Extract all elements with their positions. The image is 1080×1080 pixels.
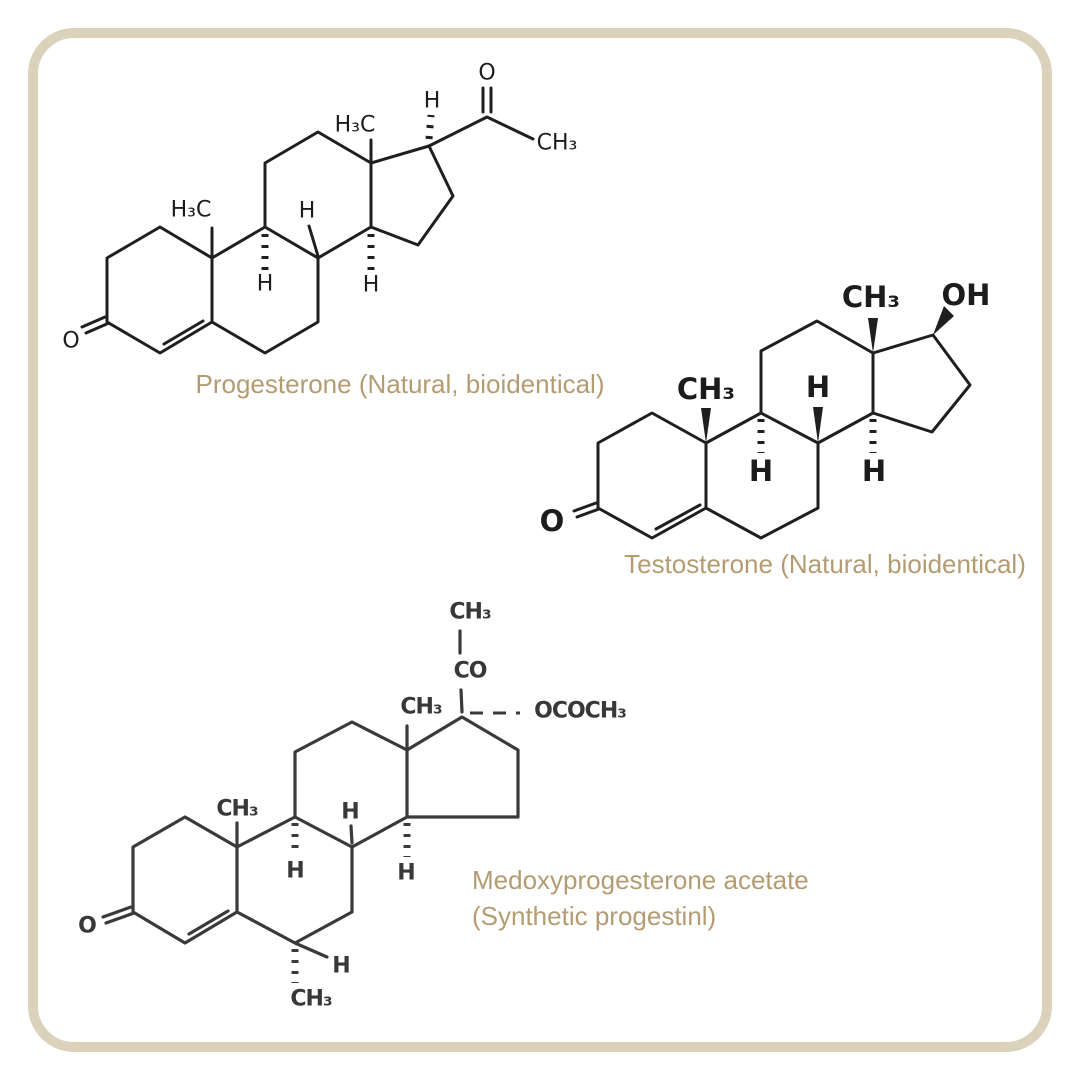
ring-b-bonds: [235, 815, 354, 945]
medroxyprogesterone-acetate-caption: Medoxyprogesterone acetate (Synthetic pr…: [472, 862, 892, 934]
acetate-label: OCOCH₃: [534, 699, 626, 724]
c21-methyl-label: CH₃: [449, 600, 491, 625]
ring-d-bonds: [369, 144, 455, 247]
ring-b-bonds: [704, 411, 820, 540]
ring-a-bonds: [596, 411, 708, 540]
c21-methyl-label: CH₃: [537, 131, 578, 156]
c19-methyl-wedge: [701, 408, 711, 443]
c8-h-bond: [307, 224, 320, 258]
h9-label: H: [286, 859, 303, 884]
c6-h-bond: [293, 941, 329, 959]
h8-label: H: [341, 800, 358, 825]
c6-methyl-label: CH₃: [290, 987, 332, 1012]
h8-label: H: [806, 370, 830, 404]
c19-methyl-label: CH₃: [216, 797, 258, 822]
medroxyprogesterone-acetate-structure: O CH₃ CH₃ CO CH₃ OCOCH₃ H H H H CH₃: [78, 600, 627, 1012]
ring-d-bonds: [405, 715, 520, 819]
mpa-caption-line1: Medoxyprogesterone acetate: [472, 865, 809, 895]
h8-wedge: [813, 407, 823, 443]
c4-c5-double-bond-inner: [654, 503, 702, 531]
h8-label: H: [299, 199, 316, 224]
c18-methyl-label: CH₃: [842, 280, 900, 314]
ring-b-bonds: [210, 225, 320, 355]
c4-c5-double-bond-inner: [187, 909, 230, 936]
ring-a-bonds: [131, 815, 239, 945]
h17-label: H: [424, 89, 441, 114]
c18-methyl-wedge: [868, 318, 878, 353]
testosterone-caption: Testosterone (Natural, bioidentical): [624, 549, 1026, 579]
ketone-double-bond: [572, 501, 601, 519]
h17-hash-bond: [425, 114, 435, 140]
c20-o-double-bond: [481, 86, 493, 114]
oh17-label: OH: [942, 278, 991, 312]
c18-methyl-label: CH₃: [400, 695, 442, 720]
acetyl-chain-bonds: [427, 115, 535, 148]
c20-o-label: O: [478, 61, 495, 86]
testosterone-structure: O CH₃ CH₃ OH H H H: [540, 278, 991, 540]
c18-methyl-label: H₃C: [335, 113, 376, 138]
h14-label: H: [363, 273, 380, 298]
mpa-caption-line2: (Synthetic progestinl): [472, 901, 717, 931]
c20-carbonyl-label: CO: [454, 659, 487, 684]
ring-a-bonds: [105, 225, 214, 355]
h14-label: H: [397, 861, 414, 886]
progesterone-caption: Progesterone (Natural, bioidentical): [195, 369, 605, 399]
c8-h-bond: [349, 824, 354, 845]
ketone-o-label: O: [78, 914, 96, 939]
c19-methyl-label: CH₃: [677, 372, 735, 406]
c4-c5-double-bond-inner: [162, 319, 205, 346]
h9-label: H: [257, 272, 274, 297]
ketone-o-label: O: [540, 504, 565, 538]
ketone-double-bond: [80, 315, 111, 335]
ketone-o-label: O: [62, 329, 79, 354]
h14-label: H: [862, 454, 886, 488]
ring-d-bonds: [871, 333, 972, 434]
progesterone-structure: O H₃C H₃C H H H H O CH₃: [62, 61, 578, 355]
ring-c-bonds: [293, 720, 409, 849]
c17-co-bond: [459, 688, 464, 714]
ring-c-bonds: [759, 319, 875, 445]
h6-label: H: [332, 954, 349, 979]
c19-methyl-label: H₃C: [171, 198, 212, 223]
ring-c-bonds: [263, 130, 373, 260]
h9-label: H: [749, 454, 773, 488]
rounded-border-frame: [28, 28, 1052, 1052]
oh17-wedge: [933, 306, 954, 335]
ketone-double-bond: [101, 905, 136, 925]
